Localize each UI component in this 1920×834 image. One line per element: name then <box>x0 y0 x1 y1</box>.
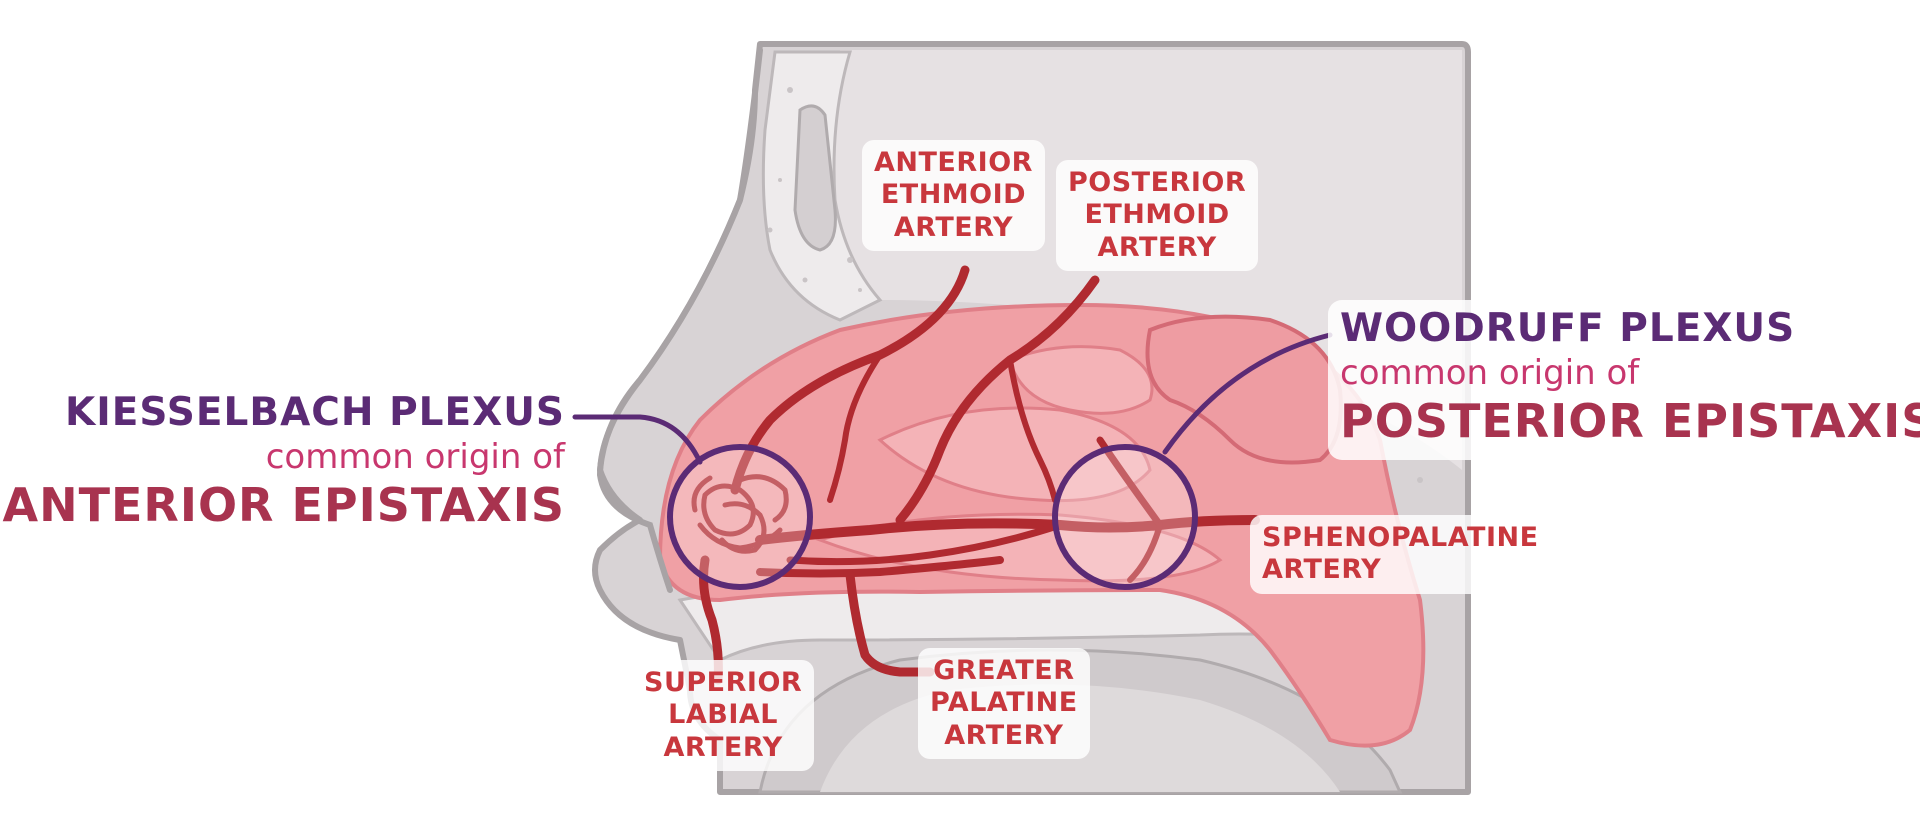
woodruff-leader-line <box>1162 332 1333 455</box>
label-line: ETHMOID <box>880 179 1027 211</box>
posterior-ethmoid-artery-vessel <box>895 275 1100 525</box>
posterior-ethmoid-branch <box>1007 357 1058 503</box>
label-line: ARTERY <box>893 211 1014 243</box>
label-line: GREATER <box>933 655 1075 686</box>
superior-turbinate <box>1008 345 1154 415</box>
greater-palatine-artery-vessel <box>845 570 935 677</box>
posterior-ethmoid-label: POSTERIOR ETHMOID ARTERY <box>1056 160 1259 272</box>
greater-palatine-label: GREATER PALATINE ARTERY <box>918 648 1090 760</box>
sphenopalatine-branch-3 <box>1127 522 1163 583</box>
kiesselbach-callout: KIESSELBACH PLEXUS common origin of ANTE… <box>3 390 565 533</box>
label-line: ARTERY <box>1262 554 1382 586</box>
label-line: ANTERIOR <box>874 147 1033 178</box>
frontal-sinus <box>793 104 837 252</box>
woodruff-subtitle: common origin of <box>1340 352 1640 393</box>
label-line: ARTERY <box>1097 231 1217 263</box>
nose-outline <box>596 47 763 593</box>
woodruff-plexus-ring <box>1052 444 1198 590</box>
sphenopalatine-branch-1 <box>1096 436 1164 529</box>
label-line: LABIAL <box>668 699 778 731</box>
label-line: SPHENOPALATINE <box>1262 522 1539 553</box>
kiesselbach-title: KIESSELBACH PLEXUS <box>65 390 565 435</box>
kiesselbach-leader-line <box>572 414 703 465</box>
kiesselbach-vessel-network <box>691 474 789 554</box>
woodruff-condition: POSTERIOR EPISTAXIS <box>1340 393 1920 448</box>
anterior-ethmoid-label: ANTERIOR ETHMOID ARTERY <box>862 140 1045 252</box>
sphenoid-sinus <box>1145 314 1343 465</box>
anterior-ethmoid-artery-vessel <box>730 265 970 495</box>
kiesselbach-condition: ANTERIOR EPISTAXIS <box>2 477 565 532</box>
arteries <box>691 265 1260 685</box>
woodruff-callout-background <box>1328 300 1788 460</box>
kiesselbach-plexus-ring <box>667 444 813 590</box>
woodruff-callout: WOODRUFF PLEXUS common origin of POSTERI… <box>1340 306 1920 449</box>
nasal-floor-artery <box>756 556 1004 578</box>
label-line: ARTERY <box>663 731 783 763</box>
label-line: ARTERY <box>944 719 1064 751</box>
label-line: PALATINE <box>930 687 1078 719</box>
superior-labial-label: SUPERIOR LABIAL ARTERY <box>632 660 815 772</box>
label-line: POSTERIOR <box>1068 167 1247 198</box>
label-line: ETHMOID <box>1084 199 1230 231</box>
woodruff-title: WOODRUFF PLEXUS <box>1340 306 1796 351</box>
sphenopalatine-label: SPHENOPALATINE ARTERY <box>1250 515 1551 594</box>
label-line: SUPERIOR <box>644 667 803 698</box>
sphenopalatine-artery-vessel <box>755 515 1260 545</box>
sphenopalatine-branch-2 <box>786 521 1064 566</box>
kiesselbach-subtitle: common origin of <box>265 436 565 477</box>
anterior-ethmoid-branch <box>827 352 883 503</box>
